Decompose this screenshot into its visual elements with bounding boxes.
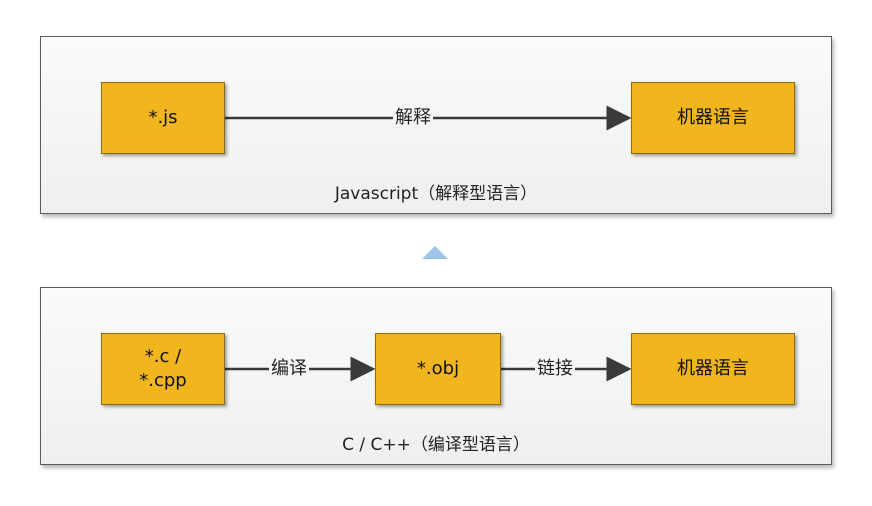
link-label: 链接 <box>535 358 575 380</box>
js-machine-code-node: 机器语言 <box>631 82 795 154</box>
c-machine-code-label: 机器语言 <box>677 357 749 379</box>
c-source-node: *.c / *.cpp <box>101 333 225 405</box>
interpret-label: 解释 <box>393 107 433 129</box>
cpp-source-label: *.cpp <box>139 370 187 391</box>
js-source-label: *.js <box>148 106 178 128</box>
c-source-label: *.c / <box>144 345 182 367</box>
js-source-node: *.js <box>101 82 225 154</box>
up-triangle-icon <box>422 246 448 259</box>
c-cpp-panel: *.c / *.cpp 编译 *.obj 链接 机器语言 C / C++（编译型… <box>40 287 832 465</box>
c-cpp-caption: C / C++（编译型语言） <box>342 435 530 455</box>
javascript-panel: *.js 解释 机器语言 Javascript（解释型语言） <box>40 36 832 214</box>
c-machine-code-node: 机器语言 <box>631 333 795 405</box>
js-machine-code-label: 机器语言 <box>677 106 749 128</box>
obj-node: *.obj <box>375 333 501 405</box>
obj-label: *.obj <box>416 357 460 379</box>
compile-label: 编译 <box>269 358 309 380</box>
javascript-caption: Javascript（解释型语言） <box>334 184 538 204</box>
